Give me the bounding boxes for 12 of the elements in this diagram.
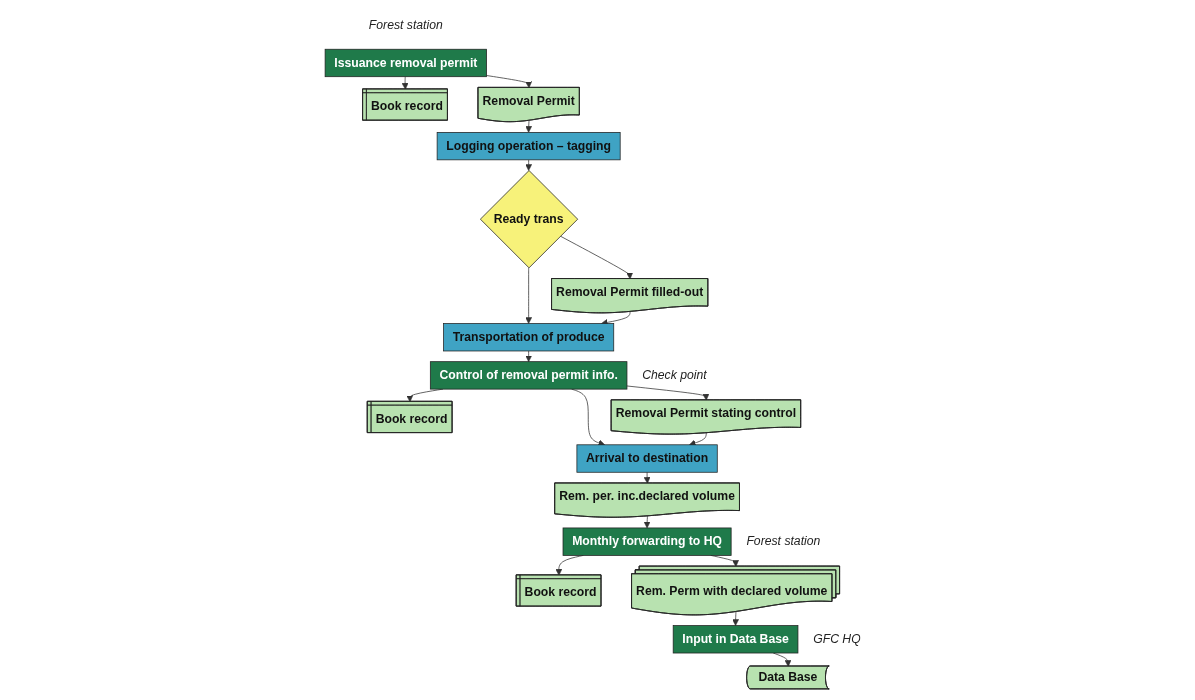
node-label: GFC HQ <box>813 632 861 646</box>
node-box: Transportation of produce <box>443 323 615 352</box>
node-box: Logging operation – tagging <box>436 132 621 161</box>
node-diamond: Ready trans <box>480 170 579 269</box>
node-label: Forest station <box>368 17 443 31</box>
node-box: Arrival to destination <box>576 444 718 473</box>
node-label: Check point <box>642 368 707 382</box>
node-box: Control of removal permit info. <box>430 361 628 390</box>
node-box: Issuance removal permit <box>324 48 487 78</box>
node-label: Forest station <box>746 534 821 548</box>
node-box: Monthly forwarding to HQ <box>562 527 732 556</box>
node-box: Input in Data Base <box>672 625 799 654</box>
